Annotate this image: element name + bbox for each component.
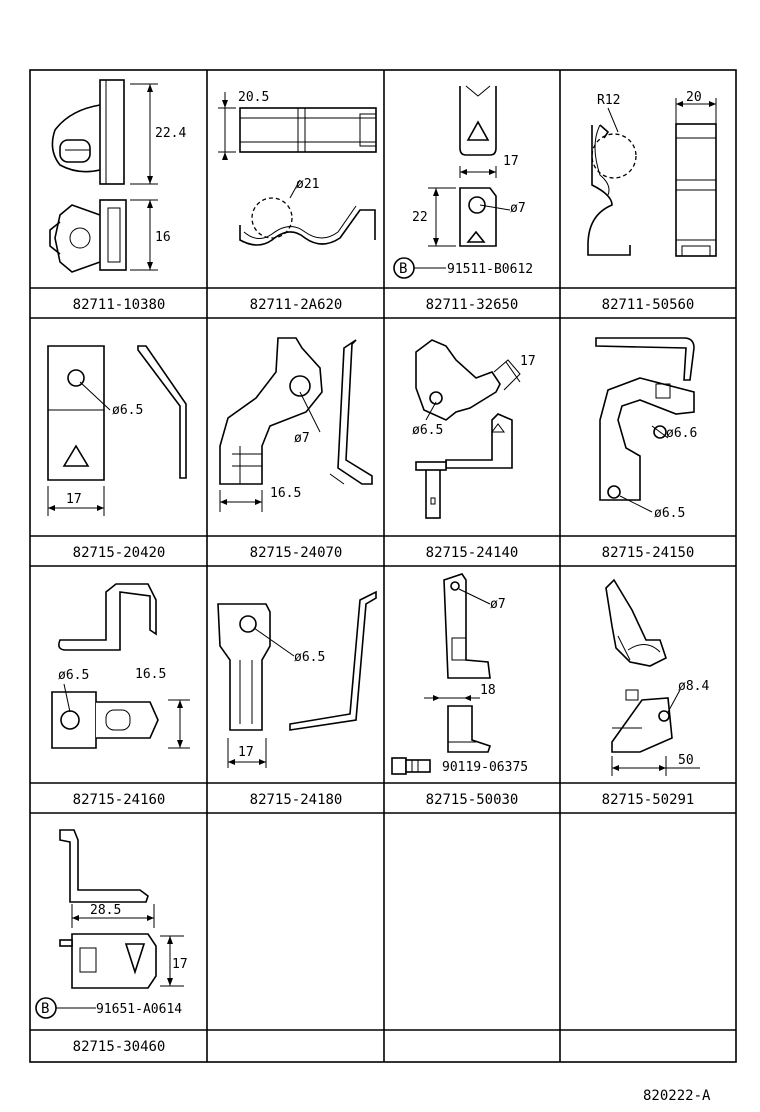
callout-90119-06375: 90119-06375 bbox=[442, 760, 528, 775]
part-number-82715-24150: 82715-24150 bbox=[602, 545, 695, 561]
dim-28-5: 28.5 bbox=[90, 903, 121, 918]
dim-17-e: 17 bbox=[172, 957, 188, 972]
part-number-82711-2A620: 82711-2A620 bbox=[250, 297, 343, 313]
clip-drawing-82715-24180: ø6.5 17 bbox=[217, 590, 377, 768]
clip-drawing-82711-32650: 17 22 ø7 B 91511-B0612 bbox=[393, 85, 533, 279]
clip-drawing-82715-50030: ø7 18 90119-06375 bbox=[391, 573, 528, 775]
dim-16-5: 16.5 bbox=[270, 486, 301, 501]
dim-dia-21: ø21 bbox=[296, 177, 319, 192]
dim-dia-6-5-e: ø6.5 bbox=[294, 650, 325, 665]
dim-dia-7: ø7 bbox=[510, 201, 526, 216]
callout-b-label-2: B bbox=[41, 1001, 49, 1017]
dim-r12: R12 bbox=[597, 93, 620, 108]
dim-20-5: 20.5 bbox=[238, 90, 269, 105]
dim-dia-6-5-c: ø6.5 bbox=[654, 506, 685, 521]
clip-drawing-82711-50560: R12 20 bbox=[587, 90, 717, 257]
callout-91511-b0612: 91511-B0612 bbox=[447, 262, 533, 277]
clip-drawing-82715-24150: ø6.6 ø6.5 bbox=[595, 337, 697, 521]
dim-16: 16 bbox=[155, 230, 171, 245]
part-number-82711-50560: 82711-50560 bbox=[602, 297, 695, 313]
clip-drawing-82715-24140: 17 ø6.5 bbox=[412, 339, 536, 519]
part-number-82715-20420: 82715-20420 bbox=[73, 545, 166, 561]
part-number-82715-30460: 82715-30460 bbox=[73, 1039, 166, 1055]
dim-dia-7-c: ø7 bbox=[490, 597, 506, 612]
part-number-82715-24180: 82715-24180 bbox=[250, 792, 343, 808]
dim-17-c: 17 bbox=[520, 354, 536, 369]
clip-drawing-82711-10380: 22.4 16 bbox=[49, 79, 186, 273]
dim-17: 17 bbox=[503, 154, 519, 169]
callout-91651-a0614: 91651-A0614 bbox=[96, 1002, 182, 1017]
dim-dia-6-5-d: ø6.5 bbox=[58, 668, 89, 683]
part-number-82715-50030: 82715-50030 bbox=[426, 792, 519, 808]
dim-16-5-b: 16.5 bbox=[135, 667, 166, 682]
part-number-82711-32650: 82711-32650 bbox=[426, 297, 519, 313]
dim-dia-7-b: ø7 bbox=[294, 431, 310, 446]
dim-17-b: 17 bbox=[66, 492, 82, 507]
clip-drawing-82715-24070: ø7 16.5 bbox=[219, 337, 373, 512]
callout-b-label: B bbox=[399, 261, 407, 277]
dim-dia-6-5-b: ø6.5 bbox=[412, 423, 443, 438]
dim-50: 50 bbox=[678, 753, 694, 768]
dim-dia-6-6: ø6.6 bbox=[666, 426, 697, 441]
dim-dia-6-5-a: ø6.5 bbox=[112, 403, 143, 418]
clip-drawing-82715-50291: ø8.4 50 bbox=[605, 578, 709, 776]
dim-dia-8-4: ø8.4 bbox=[678, 679, 709, 694]
part-number-82715-24140: 82715-24140 bbox=[426, 545, 519, 561]
part-number-82715-24160: 82715-24160 bbox=[73, 792, 166, 808]
clip-drawing-82711-2A620: 20.5 ø21 bbox=[218, 90, 377, 246]
clip-drawing-82715-30460: 28.5 17 B 91651-A0614 bbox=[35, 829, 188, 1019]
clip-drawing-82715-24160: ø6.5 16.5 bbox=[51, 583, 190, 749]
clip-drawing-82715-20420: ø6.5 17 bbox=[47, 345, 187, 516]
grid-lines bbox=[29, 69, 737, 1063]
dim-17-d: 17 bbox=[238, 745, 254, 760]
dim-18: 18 bbox=[480, 683, 496, 698]
dim-22: 22 bbox=[412, 210, 428, 225]
part-number-labels: 82711-10380 82711-2A620 82711-32650 8271… bbox=[73, 297, 695, 1055]
part-number-82715-50291: 82715-50291 bbox=[602, 792, 695, 808]
part-number-82711-10380: 82711-10380 bbox=[73, 297, 166, 313]
dim-22-4: 22.4 bbox=[155, 126, 186, 141]
drawing-number: 820222-A bbox=[643, 1088, 711, 1104]
part-number-82715-24070: 82715-24070 bbox=[250, 545, 343, 561]
dim-20: 20 bbox=[686, 90, 702, 105]
